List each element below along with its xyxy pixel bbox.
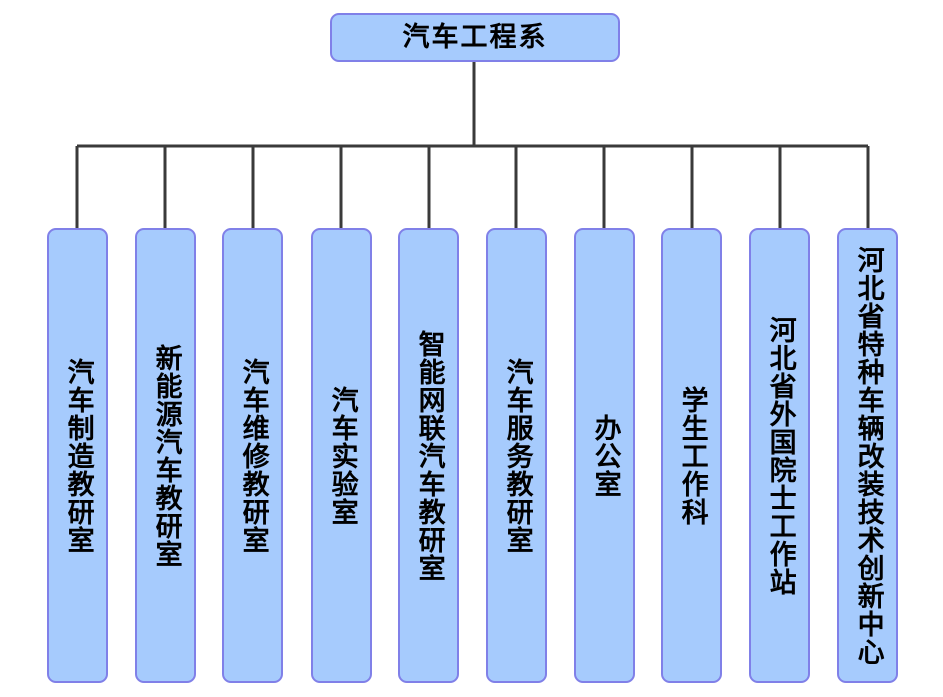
org-node-child-8[interactable]: 学生工作科 — [661, 228, 722, 683]
org-node-child-10-label: 河北省特种车辆改装技术创新中心 — [852, 245, 884, 666]
org-node-child-1-label: 汽车制造教研室 — [62, 357, 94, 554]
org-node-child-7-label: 办公室 — [589, 413, 621, 498]
org-node-child-3[interactable]: 汽车维修教研室 — [222, 228, 283, 683]
org-node-child-6[interactable]: 汽车服务教研室 — [486, 228, 547, 683]
org-node-child-6-label: 汽车服务教研室 — [501, 357, 533, 554]
org-node-child-2-label: 新能源汽车教研室 — [150, 343, 182, 568]
org-node-child-4[interactable]: 汽车实验室 — [311, 228, 372, 683]
org-node-child-2[interactable]: 新能源汽车教研室 — [135, 228, 196, 683]
org-node-child-9[interactable]: 河北省外国院士工作站 — [749, 228, 810, 683]
org-node-child-3-label: 汽车维修教研室 — [237, 357, 269, 554]
org-node-root[interactable]: 汽车工程系 — [330, 13, 620, 62]
org-node-child-1[interactable]: 汽车制造教研室 — [47, 228, 108, 683]
org-node-child-7[interactable]: 办公室 — [574, 228, 635, 683]
org-node-child-9-label: 河北省外国院士工作站 — [764, 315, 796, 596]
org-node-child-5[interactable]: 智能网联汽车教研室 — [398, 228, 459, 683]
org-node-child-5-label: 智能网联汽车教研室 — [413, 329, 445, 582]
org-node-root-label: 汽车工程系 — [402, 22, 548, 53]
org-node-child-8-label: 学生工作科 — [676, 385, 708, 526]
org-node-child-4-label: 汽车实验室 — [326, 385, 358, 526]
org-node-child-10[interactable]: 河北省特种车辆改装技术创新中心 — [837, 228, 898, 683]
